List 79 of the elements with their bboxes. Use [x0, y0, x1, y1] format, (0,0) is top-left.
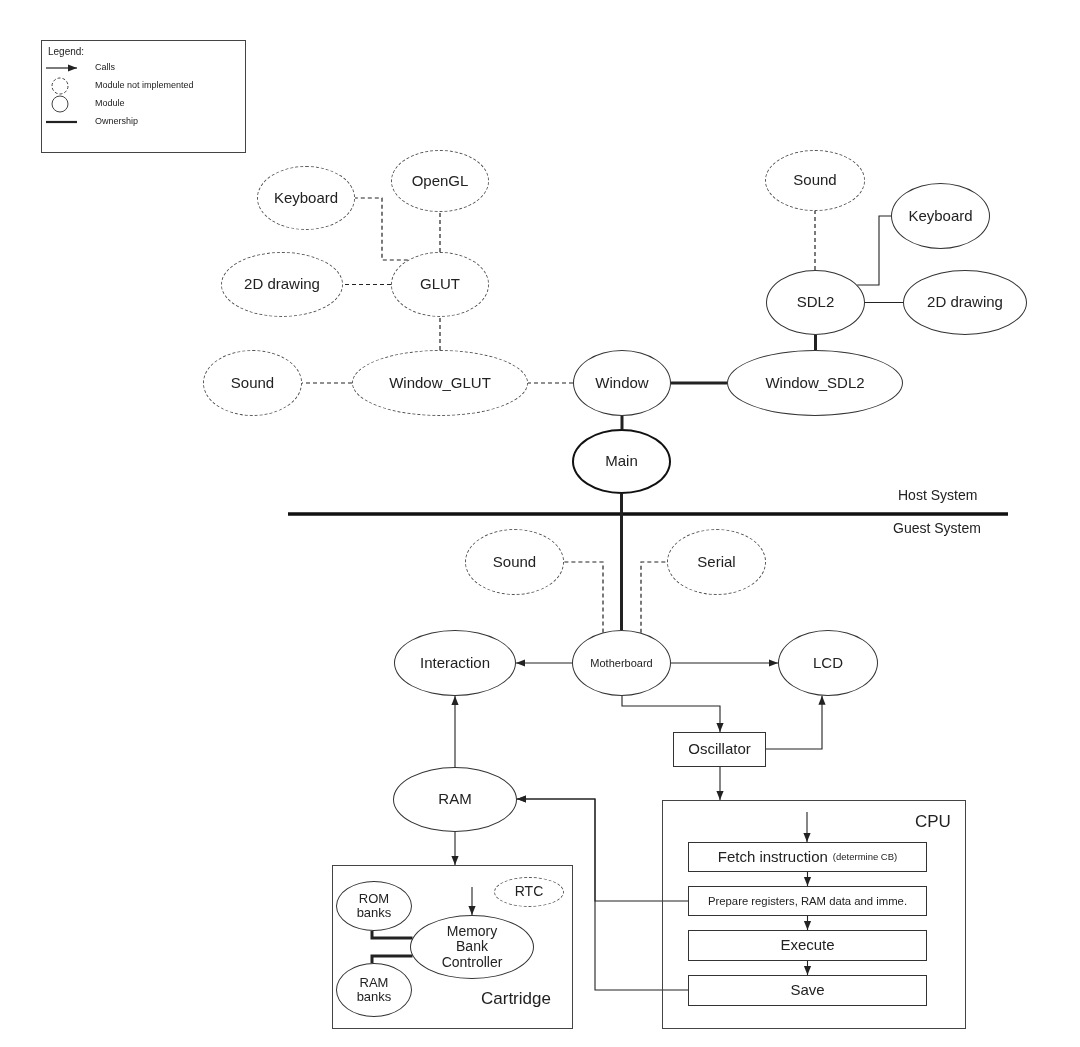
- node-label: Sound: [492, 553, 537, 571]
- node-label: Window: [595, 374, 649, 392]
- node-label: RTC: [514, 884, 544, 900]
- legend-item: Module: [95, 98, 125, 108]
- arrow: [621, 695, 724, 733]
- connector-line: [864, 301, 904, 304]
- node-label: Keyboard: [908, 207, 973, 225]
- node-label: 2D drawing: [927, 294, 1003, 311]
- legend-item: Ownership: [95, 116, 139, 126]
- node-label: Interaction: [419, 654, 490, 672]
- node-label: Main: [605, 453, 638, 470]
- connector-line: [814, 210, 816, 271]
- connector-line: [527, 382, 574, 384]
- region-label: Host System: [898, 487, 978, 503]
- arrow: [803, 915, 812, 931]
- connector-line: [354, 197, 409, 261]
- node-label: Execute: [780, 937, 835, 954]
- arrow: [451, 831, 459, 866]
- connector-line: [370, 930, 413, 940]
- node-label: Memory Bank Controller: [440, 923, 504, 971]
- group-box: [332, 865, 573, 1029]
- node-label: Sound: [793, 172, 837, 189]
- module-ellipse: [766, 270, 865, 335]
- connector-line: [342, 283, 392, 286]
- arrow: [468, 886, 476, 916]
- arrow: [515, 659, 573, 667]
- process-box: [688, 975, 927, 1006]
- group-title: Cartridge: [481, 990, 551, 1009]
- region-label: Guest System: [893, 520, 981, 536]
- connector-line: [856, 215, 892, 286]
- process-box: [688, 886, 927, 916]
- module-ellipse: [572, 429, 671, 494]
- legend-item: Calls: [95, 62, 115, 72]
- connector-line: [671, 381, 727, 385]
- connector-line: [563, 561, 604, 633]
- connector-line: [439, 316, 441, 351]
- node-label: OpenGL: [411, 172, 469, 190]
- process-box: [688, 930, 927, 961]
- connector-line: [301, 382, 353, 384]
- module-ellipse: [393, 767, 517, 832]
- node-label: Prepare registers, RAM data and imme.: [708, 894, 907, 908]
- connector-line: [640, 561, 668, 634]
- arrow: [516, 795, 689, 991]
- arrow: [451, 695, 459, 768]
- node-label: Oscillator: [688, 741, 751, 758]
- module-ellipse: [903, 270, 1027, 335]
- node-label: RAM banks: [355, 975, 393, 1005]
- connector-line: [620, 494, 623, 630]
- node-label: Sound: [230, 374, 275, 392]
- node-label: Serial: [697, 553, 736, 571]
- node-label: 2D drawing: [244, 276, 320, 293]
- node-label: Motherboard: [590, 656, 653, 670]
- node-label: Save: [790, 982, 825, 999]
- node-label: Fetch instruction: [717, 848, 828, 866]
- legend-title: Legend:: [48, 46, 85, 57]
- node-label: Window_GLUT: [389, 374, 491, 392]
- legend-item: Module not implemented: [95, 80, 194, 90]
- arrow: [765, 695, 826, 750]
- node-label: GLUT: [420, 276, 460, 293]
- process-box: [673, 732, 766, 767]
- note-text: (determine CB): [832, 851, 898, 863]
- connector-line: [814, 335, 817, 350]
- arrow: [803, 871, 812, 887]
- connector-line: [620, 416, 624, 429]
- arrow: [716, 766, 724, 801]
- arrow: [803, 960, 812, 976]
- arrow: [670, 659, 779, 667]
- group-title: CPU: [915, 813, 951, 832]
- node-label: LCD: [813, 654, 843, 672]
- node-label: RAM: [438, 791, 472, 808]
- connector-line: [370, 954, 413, 964]
- node-label: Keyboard: [273, 189, 339, 207]
- group-box: [662, 800, 966, 1029]
- node-label: Window_SDL2: [765, 374, 865, 392]
- node-label: SDL2: [796, 294, 835, 311]
- connector-line: [439, 211, 441, 253]
- node-label: ROM banks: [355, 891, 393, 921]
- arrow: [803, 811, 811, 843]
- process-box: [688, 842, 927, 872]
